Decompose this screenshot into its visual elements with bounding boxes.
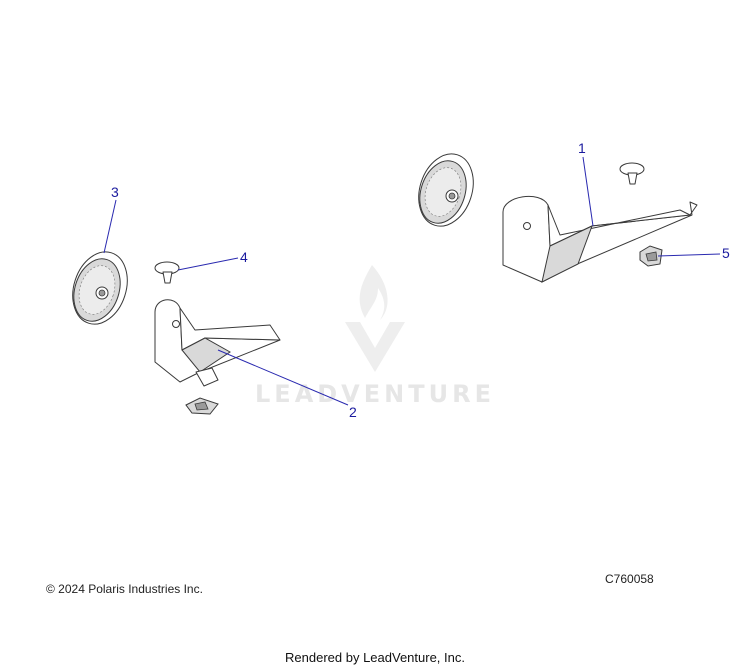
clip-nut-left[interactable]	[185, 397, 219, 415]
watermark-text: LEADVENTURE	[255, 380, 495, 408]
bracket-right[interactable]	[502, 195, 698, 283]
reflector-left[interactable]	[64, 245, 136, 331]
leadventure-watermark: LEADVENTURE	[255, 265, 495, 408]
push-rivet-left[interactable]	[154, 261, 180, 284]
bracket-left[interactable]	[154, 299, 281, 387]
leader-lines	[103, 156, 721, 406]
callout-2[interactable]: 2	[349, 404, 357, 420]
callout-4[interactable]: 4	[240, 249, 248, 265]
copyright-notice: © 2024 Polaris Industries Inc.	[46, 582, 203, 596]
diagram-code: C760058	[605, 572, 654, 586]
push-rivet-right[interactable]	[619, 162, 645, 185]
reflector-right[interactable]	[410, 147, 482, 233]
callout-1[interactable]: 1	[578, 140, 586, 156]
callout-5[interactable]: 5	[722, 245, 730, 261]
clip-nut-right[interactable]	[639, 245, 663, 267]
callout-3[interactable]: 3	[111, 184, 119, 200]
footer-credit: Rendered by LeadVenture, Inc.	[285, 650, 465, 665]
